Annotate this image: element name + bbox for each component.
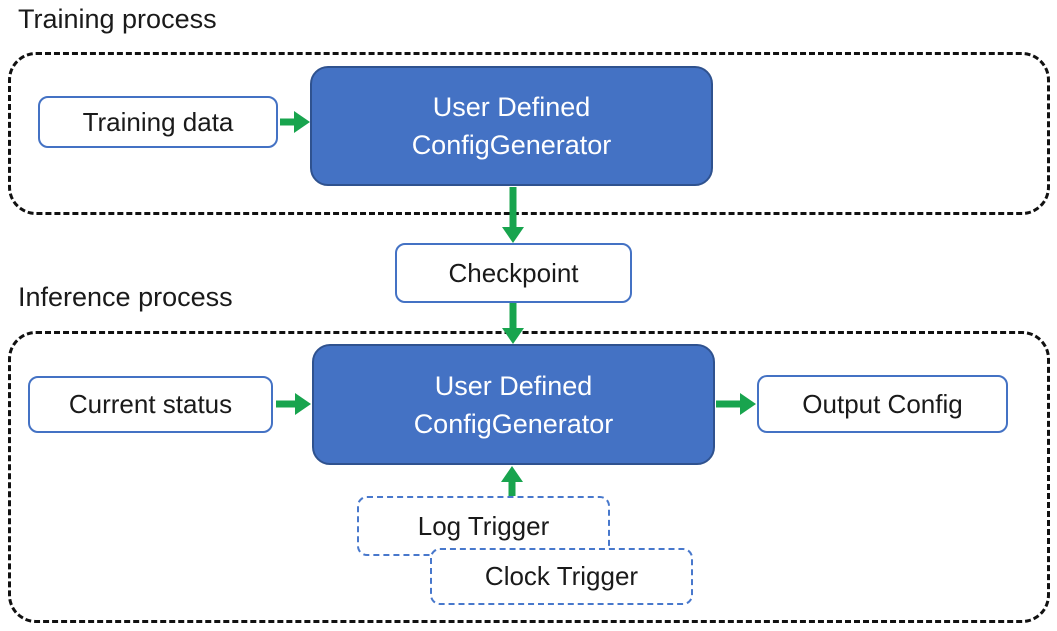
output-config-label: Output Config (802, 388, 963, 419)
inference-config-generator-node: User Defined ConfigGenerator (312, 344, 715, 465)
inference-config-generator-line2: ConfigGenerator (413, 408, 614, 439)
inference-process-container (8, 331, 1050, 623)
training-config-generator-node: User Defined ConfigGenerator (310, 66, 713, 186)
log-trigger-label: Log Trigger (417, 510, 550, 541)
training-config-generator-line1: User Defined (432, 92, 591, 122)
checkpoint-label: Checkpoint (448, 257, 579, 288)
output-config-box: Output Config (757, 375, 1008, 433)
training-data-label: Training data (82, 106, 234, 137)
checkpoint-box: Checkpoint (395, 243, 632, 303)
training-process-label: Training process (18, 4, 217, 34)
log-trigger-box: Log Trigger (357, 496, 610, 556)
current-status-label: Current status (68, 389, 233, 419)
inference-process-label: Inference process (18, 282, 233, 312)
training-data-box: Training data (38, 96, 278, 148)
current-status-box: Current status (28, 376, 273, 433)
inference-config-generator-line1: User Defined (434, 370, 593, 401)
clock-trigger-label: Clock Trigger (484, 561, 639, 591)
training-config-generator-line2: ConfigGenerator (411, 130, 612, 160)
training-process-container (8, 52, 1050, 215)
clock-trigger-box: Clock Trigger (430, 548, 693, 605)
